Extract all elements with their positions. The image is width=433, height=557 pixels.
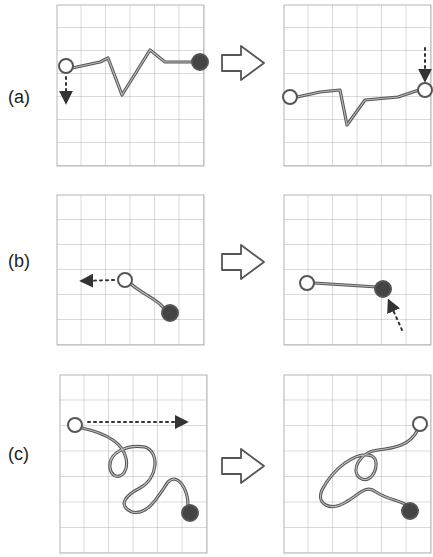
- panel-label: (a): [8, 88, 30, 108]
- panel-label: (c): [8, 445, 29, 465]
- panel-label: (b): [8, 252, 30, 272]
- polymer-chain: [72, 50, 419, 513]
- transition-arrow: [222, 46, 264, 483]
- move-arrow: [66, 48, 425, 422]
- chain-end: [59, 54, 432, 521]
- lattice-grid: [57, 5, 431, 553]
